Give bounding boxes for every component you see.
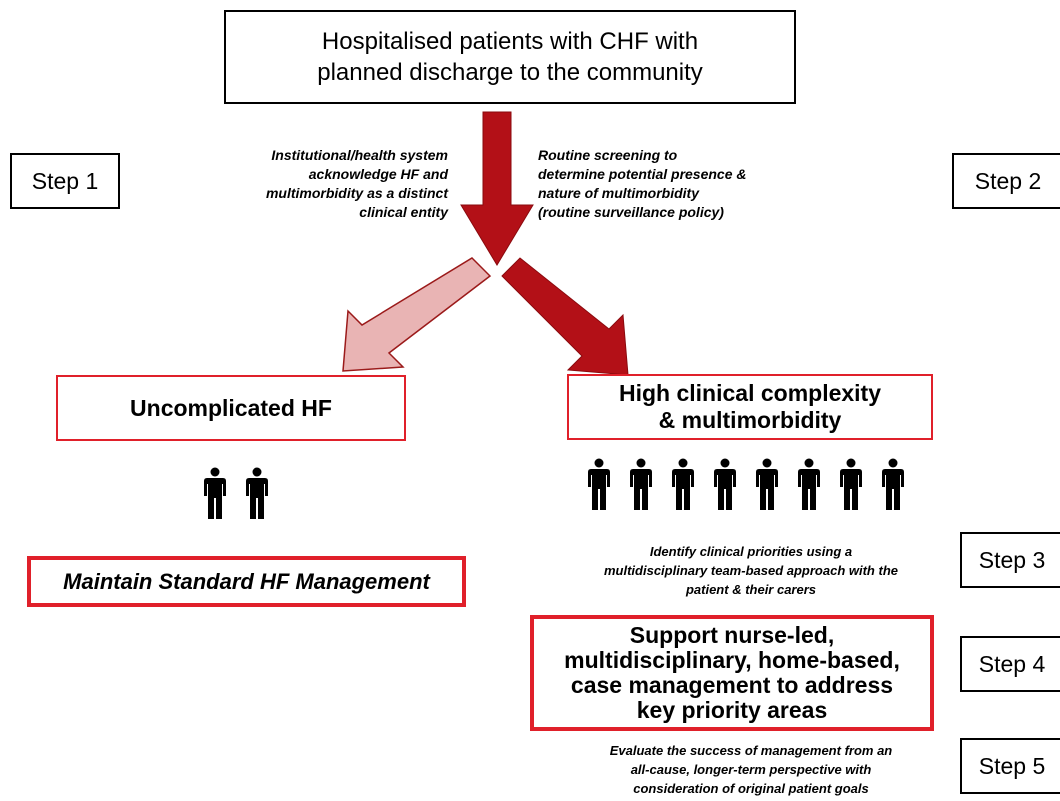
right-note-line-2: determine potential presence & — [538, 166, 747, 182]
step-5-label: Step 5 — [960, 738, 1060, 794]
person-icon — [670, 458, 696, 510]
right-note-line-4: (routine surveillance policy) — [538, 204, 724, 220]
uncomplicated-hf-box: Uncomplicated HF — [56, 375, 406, 441]
left-note-line-4: clinical entity — [359, 204, 448, 220]
step-2-label: Step 2 — [952, 153, 1060, 209]
step-3-note-line-2: multidisciplinary team-based approach wi… — [603, 563, 898, 578]
uncomplicated-hf-label: Uncomplicated HF — [130, 394, 332, 421]
right-note-line-1: Routine screening to — [538, 147, 678, 163]
high-complexity-line-2: & multimorbidity — [658, 407, 842, 433]
top-box: Hospitalised patients with CHF with plan… — [224, 10, 796, 104]
left-note-line-2: acknowledge HF and — [308, 166, 448, 182]
right-note-line-3: nature of multimorbidity — [538, 185, 699, 201]
person-icon — [796, 458, 822, 510]
person-icon — [244, 467, 270, 519]
support-line-3: case management to address — [570, 672, 894, 698]
step-3-label: Step 3 — [960, 532, 1060, 588]
right-arrow — [501, 257, 629, 376]
person-icon — [712, 458, 738, 510]
step-1-label: Step 1 — [10, 153, 120, 209]
support-line-4: key priority areas — [636, 697, 828, 723]
left-arrow — [342, 257, 492, 372]
step-5-note-line-1: Evaluate the success of management from … — [609, 743, 893, 758]
person-icon — [754, 458, 780, 510]
left-note-line-3: multimorbidity as a distinct — [265, 185, 448, 201]
top-box-line-1: Hospitalised patients with CHF with — [321, 28, 699, 55]
people-group-right — [586, 458, 922, 510]
people-group-left — [202, 467, 286, 519]
left-note: Institutional/health system acknowledge … — [220, 146, 448, 222]
down-arrow — [460, 111, 534, 266]
person-icon — [880, 458, 906, 510]
step-4-label: Step 4 — [960, 636, 1060, 692]
right-note: Routine screening to determine potential… — [538, 146, 798, 222]
step-5-note-line-3: consideration of original patient goals — [633, 781, 869, 796]
top-box-line-2: planned discharge to the community — [317, 59, 703, 86]
high-complexity-box: High clinical complexity & multimorbidit… — [567, 374, 933, 440]
support-line-1: Support nurse-led, — [629, 622, 835, 648]
high-complexity-line-1: High clinical complexity — [618, 380, 882, 406]
person-icon — [628, 458, 654, 510]
left-note-line-1: Institutional/health system — [271, 147, 448, 163]
step-3-note-line-3: patient & their carers — [685, 582, 817, 597]
maintain-standard-box: Maintain Standard HF Management — [27, 556, 466, 607]
step-5-note-line-2: all-cause, longer-term perspective with — [630, 762, 872, 777]
step-3-note-line-1: Identify clinical priorities using a — [649, 544, 853, 559]
person-icon — [586, 458, 612, 510]
person-icon — [202, 467, 228, 519]
step-5-note: Evaluate the success of management from … — [566, 741, 936, 798]
step-3-note: Identify clinical priorities using a mul… — [566, 542, 936, 599]
person-icon — [838, 458, 864, 510]
maintain-standard-label: Maintain Standard HF Management — [63, 568, 430, 594]
support-box: Support nurse-led, multidisciplinary, ho… — [530, 615, 934, 731]
support-line-2: multidisciplinary, home-based, — [564, 647, 900, 673]
